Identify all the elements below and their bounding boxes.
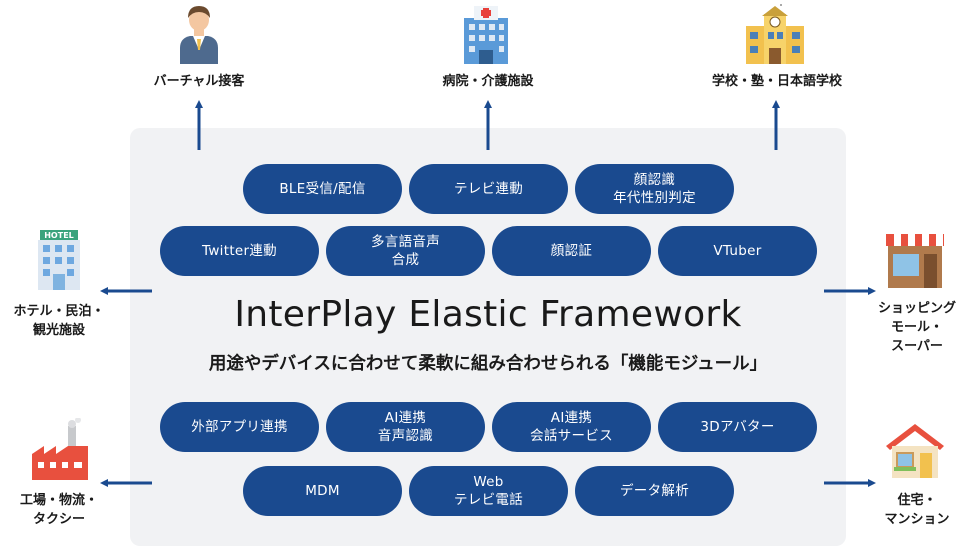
module-ble: BLE受信/配信 xyxy=(243,164,402,214)
target-housing: 住宅・ マンション xyxy=(884,493,950,527)
module-vtuber: VTuber xyxy=(658,226,817,276)
receptionist-icon xyxy=(180,6,218,64)
module-ai-speech: AI連携 音声認識 xyxy=(326,402,485,452)
module-twitter: Twitter連動 xyxy=(160,226,319,276)
target-virtual-reception: バーチャル接客 xyxy=(153,74,245,89)
target-school: 学校・塾・日本語学校 xyxy=(711,74,842,89)
module-data-analysis: データ解析 xyxy=(575,466,734,516)
target-hospital: 病院・介護施設 xyxy=(442,74,534,89)
target-factory: 工場・物流・ タクシー xyxy=(19,493,98,527)
target-hotel: ホテル・民泊・ 観光施設 xyxy=(13,304,105,338)
module-mdm: MDM xyxy=(243,466,402,516)
module-web-videophone: Web テレビ電話 xyxy=(409,466,568,516)
module-tts: 多言語音声 合成 xyxy=(326,226,485,276)
module-3d-avatar: 3Dアバター xyxy=(658,402,817,452)
svg-text:HOTEL: HOTEL xyxy=(44,231,74,240)
framework-subtitle: 用途やデバイスに合わせて柔軟に組み合わせられる「機能モジュール」 xyxy=(208,354,768,374)
shop-icon xyxy=(886,234,944,288)
factory-icon xyxy=(32,418,88,480)
hotel-icon: HOTEL xyxy=(38,230,80,290)
school-icon xyxy=(746,4,804,64)
module-tv-link: テレビ連動 xyxy=(409,164,568,214)
target-shopping: ショッピング モール・ スーパー xyxy=(877,301,956,354)
module-face-recognition-age: 顔認識 年代性別判定 xyxy=(575,164,734,214)
hospital-icon xyxy=(464,6,508,64)
module-ai-conversation: AI連携 会話サービス xyxy=(492,402,651,452)
module-external-app: 外部アプリ連携 xyxy=(160,402,319,452)
module-face-auth: 顔認証 xyxy=(492,226,651,276)
house-icon xyxy=(886,424,944,478)
framework-title: InterPlay Elastic Framework xyxy=(234,294,742,335)
